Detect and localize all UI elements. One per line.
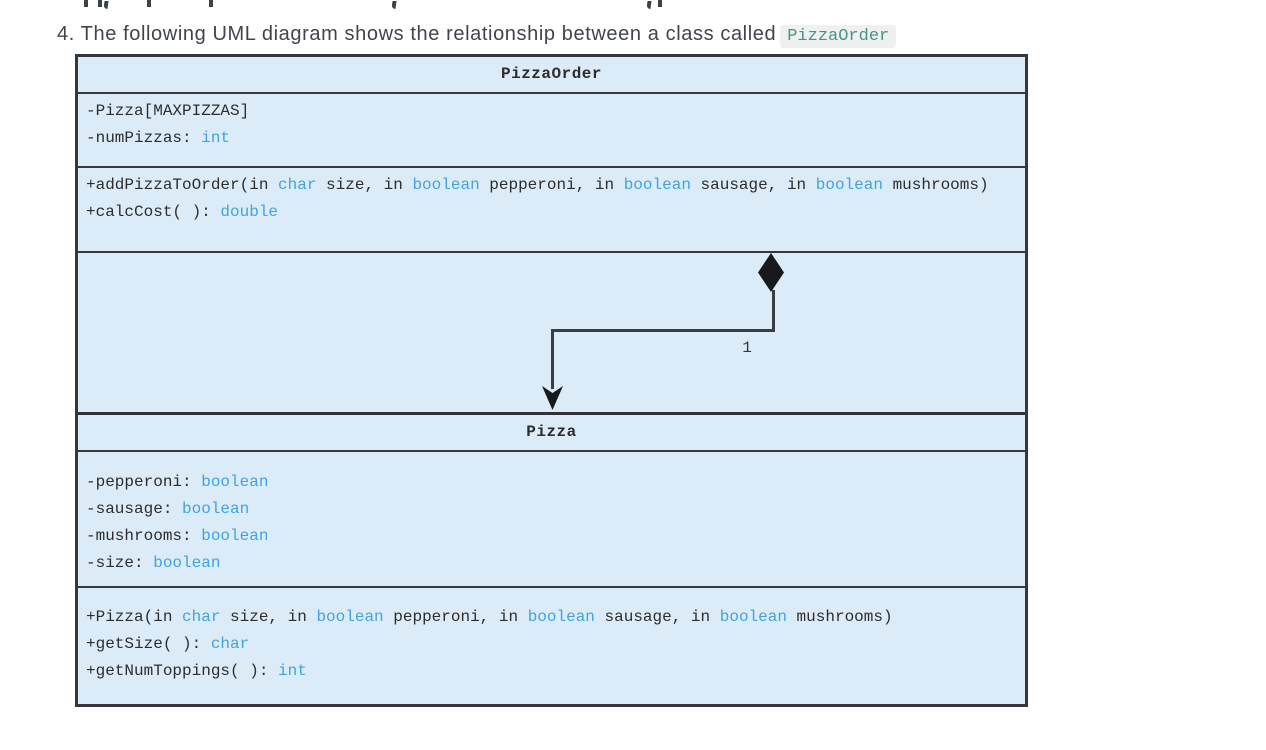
pizza-methods-compartment: +Pizza(in char size, in boolean pepperon… bbox=[78, 588, 1025, 707]
type-token: boolean bbox=[623, 176, 691, 194]
type-token: char bbox=[210, 635, 250, 653]
type-token: boolean bbox=[815, 176, 883, 194]
arrowhead-down-icon bbox=[542, 386, 563, 410]
uml-member-line: -mushrooms: boolean bbox=[86, 527, 269, 545]
connector-vertical-segment bbox=[772, 290, 775, 331]
type-token: boolean bbox=[153, 554, 221, 572]
uml-member-line: +calcCost( ): double bbox=[86, 203, 279, 221]
type-token: char bbox=[182, 608, 221, 626]
intro-sentence-text: 4. The following UML diagram shows the r… bbox=[57, 23, 777, 45]
clipped-glyph-mark bbox=[84, 0, 88, 7]
pizza-class-name: Pizza bbox=[526, 423, 577, 441]
composition-diamond-icon bbox=[758, 253, 784, 292]
clipped-glyph-mark bbox=[98, 0, 102, 7]
type-token: boolean bbox=[719, 608, 787, 626]
connector-horizontal-segment bbox=[551, 329, 775, 332]
type-token: char bbox=[278, 176, 317, 194]
uml-member-line: -size: boolean bbox=[86, 554, 221, 572]
type-token: double bbox=[220, 203, 279, 221]
uml-member-line: +Pizza(in char size, in boolean pepperon… bbox=[86, 608, 893, 626]
uml-member-line: +getNumToppings( ): int bbox=[86, 662, 307, 680]
type-token: boolean bbox=[201, 473, 269, 491]
pizza-attributes-compartment: -pepperoni: boolean -sausage: boolean -mus… bbox=[78, 452, 1025, 588]
composition-relationship-zone: 1 bbox=[78, 253, 1025, 415]
uml-member-line: +getSize( ): char bbox=[86, 635, 250, 653]
type-token: int bbox=[201, 129, 231, 147]
type-token: boolean bbox=[527, 608, 595, 626]
type-token: boolean bbox=[412, 176, 480, 194]
pizzaorder-methods-compartment: +addPizzaToOrder(in char size, in boolea… bbox=[78, 168, 1025, 253]
clipped-glyph-mark bbox=[391, 1, 397, 9]
type-token: boolean bbox=[182, 500, 250, 518]
clipped-glyph-mark bbox=[646, 1, 652, 9]
inline-code-pizzaorder: PizzaOrder bbox=[780, 25, 897, 48]
pizzaorder-class-name: PizzaOrder bbox=[500, 65, 602, 83]
uml-member-line: +addPizzaToOrder(in char size, in boolea… bbox=[86, 176, 989, 194]
uml-class-diagram: PizzaOrder -Pizza[MAXPIZZAS] -numPizzas: … bbox=[75, 54, 1028, 707]
type-token: boolean bbox=[201, 527, 269, 545]
type-token: boolean bbox=[316, 608, 384, 626]
clipped-glyph-mark bbox=[103, 1, 109, 9]
clipped-glyph-mark bbox=[658, 0, 662, 7]
intro-sentence: 4. The following UML diagram shows the r… bbox=[57, 23, 897, 50]
uml-member-line: -Pizza[MAXPIZZAS] bbox=[86, 102, 250, 120]
uml-member-line: -numPizzas: int bbox=[86, 129, 231, 147]
multiplicity-label: 1 bbox=[742, 339, 752, 357]
pizza-title-compartment: Pizza bbox=[78, 415, 1025, 452]
clipped-glyph-mark bbox=[147, 0, 151, 7]
connector-vertical-segment bbox=[551, 329, 554, 389]
pizzaorder-attributes-compartment: -Pizza[MAXPIZZAS] -numPizzas: int bbox=[78, 94, 1025, 168]
uml-member-line: -sausage: boolean bbox=[86, 500, 250, 518]
clipped-glyph-mark bbox=[209, 0, 213, 7]
uml-member-line: -pepperoni: boolean bbox=[86, 473, 269, 491]
type-token: int bbox=[278, 662, 307, 680]
pizzaorder-title-compartment: PizzaOrder bbox=[78, 57, 1025, 94]
